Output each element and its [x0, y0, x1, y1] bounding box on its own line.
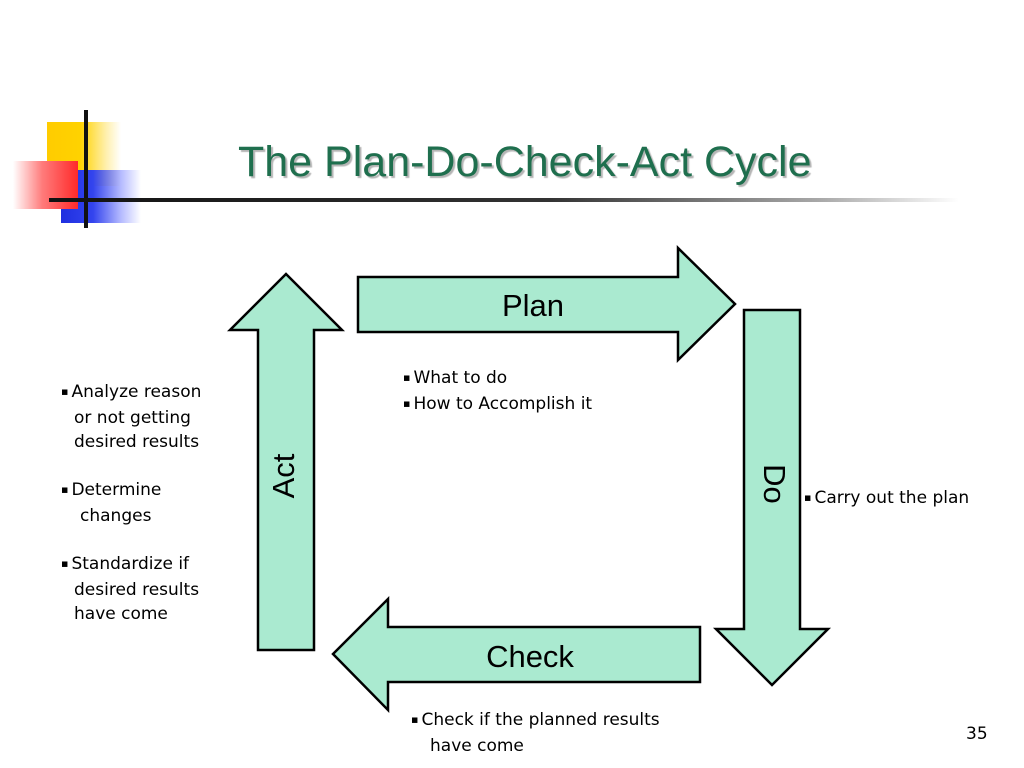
decorative-vertical-line: [84, 110, 88, 228]
plan-note-item: ▪What to do: [403, 368, 508, 388]
page-number: 35: [966, 724, 988, 744]
do-note-item: ▪Carry out the plan: [804, 488, 970, 508]
check-label: Check: [486, 639, 574, 674]
act-note-analyze-line: desired results: [74, 432, 200, 452]
act-label: Act: [266, 453, 301, 498]
do-arrow: [712, 308, 832, 687]
check-arrow: [331, 595, 702, 714]
spacer: [61, 454, 201, 478]
act-note-standardize: ▪Standardize if: [61, 554, 190, 574]
act-arrow: [226, 272, 346, 652]
act-note-determine: ▪Determine: [61, 480, 162, 500]
check-notes: ▪Check if the planned results have come: [411, 708, 660, 758]
plan-label: Plan: [502, 288, 564, 323]
act-notes: ▪Analyze reason or not getting desired r…: [61, 380, 201, 626]
act-note-analyze: ▪Analyze reason: [61, 382, 202, 402]
plan-arrow: [356, 245, 737, 363]
act-note-standardize-line: desired results: [74, 580, 200, 600]
do-label: Do: [757, 464, 792, 504]
spacer: [61, 528, 201, 552]
check-note-line: ▪Check if the planned results: [411, 710, 660, 730]
title-underline: [49, 198, 959, 202]
plan-notes: ▪What to do ▪How to Accomplish it: [403, 366, 592, 418]
plan-note-item: ▪How to Accomplish it: [403, 394, 593, 414]
act-note-analyze-line: or not getting: [74, 408, 191, 428]
slide-title: The Plan-Do-Check-Act Cycle: [238, 138, 812, 186]
do-notes: ▪Carry out the plan: [804, 486, 969, 512]
act-note-determine-line: changes: [80, 506, 152, 526]
act-note-standardize-line: have come: [74, 604, 168, 624]
check-note-line: have come: [430, 736, 524, 756]
